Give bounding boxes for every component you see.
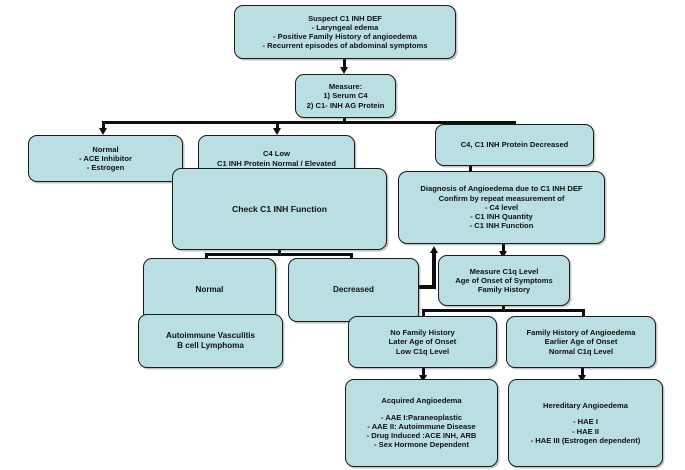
node-c4-low-line-0: C4 Low (262, 149, 290, 159)
connector-suspect-to-measure (343, 59, 346, 69)
node-no-family-history-line-1: Later Age of Onset (388, 337, 457, 347)
node-acquired-angioedema[interactable]: Acquired Angioedema - AAE I:Paraneoplast… (345, 379, 498, 467)
node-no-family-history-line-0: No Family History (390, 328, 455, 338)
node-diagnosis-line-0: Diagnosis of Angioedema due to C1 INH DE… (420, 184, 583, 194)
node-autoimmune-vasculitis[interactable]: Autoimmune Vasculitis B cell Lymphoma (138, 314, 283, 368)
arrowhead-to-normal-ace (99, 128, 107, 135)
arrowhead-suspect-to-measure (340, 67, 348, 74)
connector-bus-drop-left (102, 121, 105, 130)
node-normal-ace-line-0: Normal (92, 144, 119, 154)
node-acquired-item-0: - AAE I:Paraneoplastic (380, 412, 463, 422)
connector-measure-bus (102, 121, 516, 124)
connector-c1q-bus (422, 309, 585, 312)
node-function-decreased-label: Decreased (333, 285, 374, 295)
node-autoimmune-line-1: B cell Lymphoma (177, 341, 244, 350)
node-acquired-title: Acquired Angioedema (381, 396, 462, 406)
node-diagnosis-line-4: - C1 INH Function (469, 221, 534, 231)
node-suspect-line-3: - Recurrent episodes of abdominal sympto… (262, 41, 428, 51)
connector-nofh-to-acquired (422, 368, 425, 377)
node-family-history-angioedema[interactable]: Family History of Angioedema Earlier Age… (506, 316, 656, 368)
arrowhead-diagnosis-to-c1q (499, 251, 507, 258)
connector-check-bus (205, 253, 353, 256)
connector-check-drop-right (350, 253, 353, 262)
node-measure-line-1: 1) Serum C4 (323, 91, 368, 101)
arrowhead-c1q-feeder-up (430, 246, 438, 253)
node-no-family-history-line-2: Low C1q Level (395, 346, 450, 356)
node-acquired-item-3: - Sex Hormone Dependent (374, 440, 469, 450)
connector-c1q-feeder-horizontal (418, 285, 436, 289)
node-acquired-item-1: - AAE II: Autoimmune Disease (367, 421, 476, 431)
node-normal-ace-line-2: - Estrogen (86, 163, 125, 173)
node-measure-c1q-line-0: Measure C1q Level (469, 266, 539, 276)
node-family-history-line-1: Earlier Age of Onset (544, 337, 618, 347)
connector-decreased-elbow-vertical (469, 166, 472, 175)
node-suspect-line-2: - Positive Family History of angioedema (273, 32, 417, 41)
arrowhead-fh-to-hereditary (578, 375, 586, 382)
node-check-function-label: Check C1 INH Function (231, 203, 328, 214)
node-acquired-item-2: - Drug Induced :ACE INH, ARB (366, 431, 477, 441)
node-c4-c1-inh-protein-decreased[interactable]: C4, C1 INH Protein Decreased (435, 124, 594, 166)
node-function-decreased[interactable]: Decreased (288, 258, 419, 322)
node-family-history-line-2: Normal C1q Level (548, 346, 614, 356)
node-hereditary-item-0: - HAE I (573, 417, 598, 427)
node-diagnosis-line-1: Confirm by repeat measurement of (438, 193, 565, 203)
node-family-history-line-0: Family History of Angioedema (526, 328, 636, 338)
node-function-normal-label: Normal (195, 285, 224, 295)
node-normal-ace-line-1: - ACE Inhibitor (79, 153, 132, 163)
node-hereditary-item-1: - HAE II (571, 426, 599, 436)
node-diagnosis-angioedema[interactable]: Diagnosis of Angioedema due to C1 INH DE… (398, 171, 605, 244)
connector-c1q-drop-right (582, 309, 585, 318)
node-hereditary-item-2: - HAE III (Estrogen dependent) (530, 435, 641, 445)
node-normal-ace-estrogen[interactable]: Normal - ACE Inhibitor - Estrogen (28, 135, 183, 182)
connector-bus-drop-mid (276, 121, 279, 130)
node-measure[interactable]: Measure: 1) Serum C4 2) C1- INH AG Prote… (295, 74, 396, 118)
node-measure-c1q-level[interactable]: Measure C1q Level Age of Onset of Sympto… (438, 255, 570, 306)
arrowhead-nofh-to-acquired (419, 375, 427, 382)
node-suspect-line-0: Suspect C1 INH DEF (308, 13, 382, 23)
node-hereditary-title: Hereditary Angioedema (543, 401, 628, 410)
node-function-normal[interactable]: Normal (143, 258, 276, 322)
node-check-c1-inh-function[interactable]: Check C1 INH Function (172, 168, 387, 250)
node-hereditary-angioedema[interactable]: Hereditary Angioedema - HAE I - HAE II -… (508, 379, 663, 467)
node-diagnosis-line-2: - C4 level (484, 202, 519, 212)
node-c4-low-line-1: C1 INH Protein Normal / Elevated (216, 158, 336, 168)
node-no-family-history[interactable]: No Family History Later Age of Onset Low… (348, 316, 497, 368)
node-measure-c1q-line-1: Age of Onset of Symptoms (455, 275, 553, 285)
connector-c1q-drop-left (422, 309, 425, 318)
connector-diagnosis-to-c1q (502, 244, 505, 256)
node-suspect-line-1: - Laryngeal edema (311, 22, 379, 32)
node-measure-line-2: 2) C1- INH AG Protein (306, 100, 385, 110)
node-measure-line-0: Measure: (328, 82, 363, 92)
connector-fh-to-hereditary (581, 368, 584, 377)
node-c4-c1-decreased-line-0: C4, C1 INH Protein Decreased (460, 140, 569, 150)
node-measure-c1q-line-2: Family History (477, 285, 531, 295)
node-autoimmune-line-0: Autoimmune Vasculitis (165, 331, 256, 341)
connector-check-drop-left (205, 253, 208, 262)
node-diagnosis-line-3: - C1 INH Quantity (470, 212, 533, 222)
node-suspect-c1-inh-def[interactable]: Suspect C1 INH DEF - Laryngeal edema - P… (234, 5, 456, 59)
connector-c1q-feeder-vertical (432, 253, 436, 289)
arrowhead-to-c4-low (273, 128, 281, 135)
